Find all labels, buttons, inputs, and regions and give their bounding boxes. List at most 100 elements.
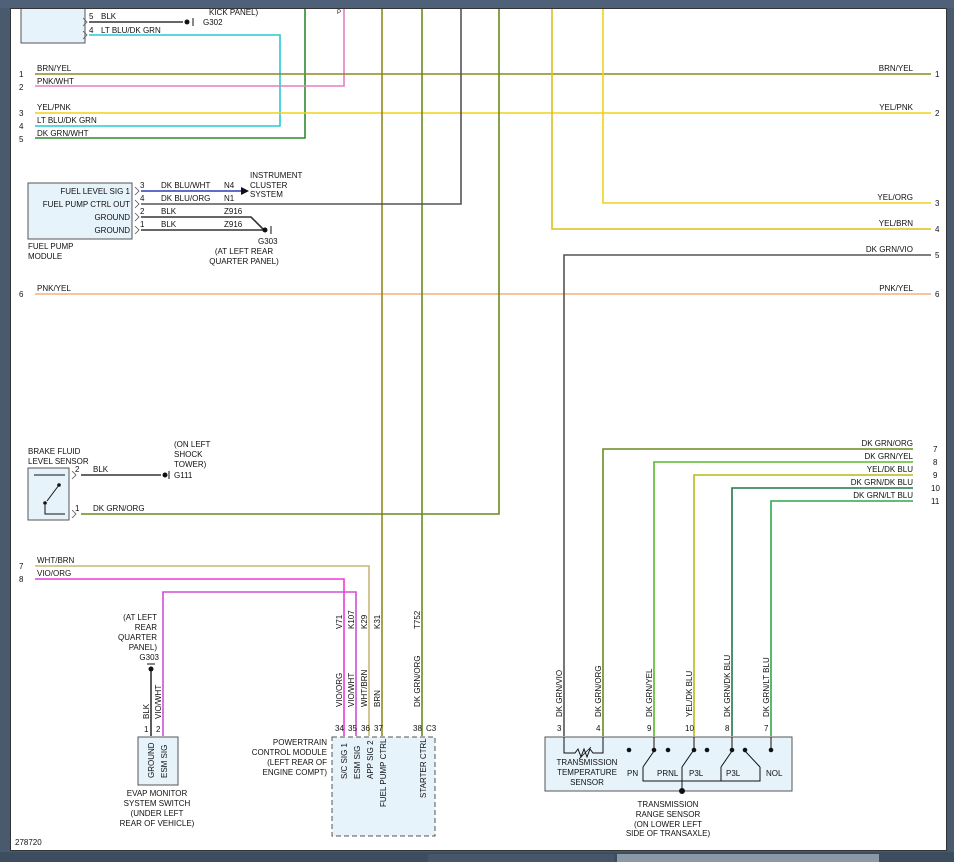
wire-label: DK BLU/ORG (161, 194, 210, 203)
wire-label: YEL/DK BLU (867, 465, 913, 474)
wire-brake-dk-grn-org (81, 9, 500, 515)
switch-title: SYSTEM SWITCH (124, 799, 191, 808)
pin-number: 1 (75, 504, 80, 513)
wire-dk-grn-dk-blu (731, 487, 913, 736)
wire-label: DK GRN/DK BLU (723, 655, 732, 717)
pin-number: 6 (19, 290, 24, 299)
circuit-label: N4 (224, 181, 235, 190)
pin-number: 34 (335, 724, 344, 733)
bottom-tab-2[interactable] (428, 854, 614, 862)
pin-number: 38 (413, 724, 422, 733)
pin-number: 4 (89, 26, 94, 35)
trs-box (544, 736, 793, 792)
wire-label: DK GRN/VIO (555, 670, 564, 717)
wire-label: DK GRN/LT BLU (853, 491, 913, 500)
wire-label: DK GRN/ORG (413, 655, 422, 707)
pin-number: 10 (931, 484, 940, 493)
module-title: CONTROL MODULE (252, 748, 327, 757)
left-harness-labels: 1 BRN/YEL 2 PNK/WHT 3 YEL/PNK 4 LT BLU/D… (19, 64, 97, 584)
pin-label: S/C SIG 1 (340, 742, 349, 779)
sensor-title: TRANSMISSION (638, 800, 699, 809)
pin-number: 9 (933, 471, 938, 480)
connector-label: C3 (426, 724, 437, 733)
wire-dk-grn-yel (653, 461, 913, 736)
bottom-tab-1[interactable] (0, 854, 425, 862)
wire-label: VIO/ORG (37, 569, 71, 578)
sensor-title: LEVEL SENSOR (28, 457, 89, 466)
pin-label: APP SIG 2 (366, 740, 375, 779)
pin-number: 37 (374, 724, 383, 733)
module-title: POWERTRAIN (273, 738, 327, 747)
bottom-tab-3[interactable] (617, 854, 879, 862)
pin-label: STARTER CTRL (419, 738, 428, 798)
wire-dk-blu-org (141, 9, 462, 205)
cluster-label: SYSTEM (250, 190, 283, 199)
wire-label: WHT/BRN (37, 556, 75, 565)
wire-label: DK GRN/ORG (93, 504, 145, 513)
pin-number: 8 (933, 458, 938, 467)
pin-number: 5 (89, 12, 94, 21)
wire-wht-brn (35, 565, 370, 736)
wire-label: BLK (101, 12, 117, 21)
pin-number: 2 (75, 465, 80, 474)
switch-title: EVAP MONITOR (127, 789, 188, 798)
ground-location: PANEL) (129, 643, 158, 652)
evap-switch-box (137, 736, 179, 786)
brake-sensor-box (27, 467, 70, 521)
pin-label: GROUND (94, 226, 130, 235)
wire-label: DK GRN/YEL (865, 452, 914, 461)
circuit-label: V71 (335, 614, 344, 629)
module-title: (LEFT REAR OF (267, 758, 327, 767)
pcm-box (331, 736, 436, 837)
module-title: FUEL PUMP (28, 242, 74, 251)
wire-label: DK GRN/ORG (861, 439, 913, 448)
wire-yel-org (602, 9, 931, 204)
pin-number: 4 (140, 194, 145, 203)
wire-yel-brn (551, 9, 931, 230)
pin-label: ESM SIG (160, 745, 169, 778)
ground-location: QUARTER (118, 633, 157, 642)
pin-number: 3 (19, 109, 24, 118)
ground-splice (162, 472, 168, 478)
wire-vio-org (35, 578, 345, 736)
ground-location: (ON LEFT (174, 440, 211, 449)
wire-lt-blu-dk-grn-top (35, 34, 281, 127)
sensor-title: RANGE SENSOR (636, 810, 701, 819)
range-position: P3L (689, 769, 704, 778)
range-position: NOL (766, 769, 783, 778)
ground-label: G111 (174, 471, 193, 480)
ground-label: G303 (258, 237, 278, 246)
bottom-tab-4[interactable] (882, 854, 954, 862)
circuit-label: K31 (373, 614, 382, 629)
pin-number: 7 (19, 562, 24, 571)
wire-label: PNK/YEL (37, 284, 71, 293)
pin-number: 9 (647, 724, 652, 733)
wire-label: BRN (373, 690, 382, 707)
right-harness-labels: BRN/YEL 1 YEL/PNK 2 YEL/ORG 3 YEL/BRN 4 … (851, 64, 941, 506)
wire-label: LT BLU/DK GRN (37, 116, 97, 125)
circuit-label: N1 (224, 194, 235, 203)
wire-label: PNK/WHT (37, 77, 74, 86)
connector-pin-ticks (71, 17, 140, 519)
ground-location: SHOCK (174, 450, 203, 459)
ground-splice (148, 666, 154, 672)
pin-number: 2 (140, 207, 145, 216)
fuel-pump-module: FUEL LEVEL SIG 1 FUEL PUMP CTRL OUT GROU… (27, 171, 303, 266)
pin-label: ESM SIG (353, 746, 362, 779)
pin-number: 1 (144, 725, 149, 734)
brake-fluid-level-sensor: BRAKE FLUID LEVEL SENSOR 2 1 BLK DK GRN/… (27, 440, 211, 521)
wire-label: YEL/PNK (37, 103, 71, 112)
ground-location: REAR (135, 623, 157, 632)
ground-splice (184, 19, 190, 25)
wire-dk-grn-vio (563, 254, 931, 736)
ground-location: QUARTER PANEL) (209, 257, 279, 266)
wire-dk-grn-lt-blu (770, 500, 913, 736)
wire-label: BLK (161, 220, 177, 229)
window-top-bar (0, 0, 954, 8)
evap-monitor-switch: (AT LEFT REAR QUARTER PANEL) G303 BLK VI… (118, 613, 195, 828)
pin-number: 2 (935, 109, 940, 118)
ground-label: G302 (203, 18, 223, 27)
wire-label: BRN/YEL (879, 64, 914, 73)
transmission-range-sensor: DK GRN/VIO DK GRN/ORG DK GRN/YEL YEL/DK … (544, 655, 793, 838)
pin-number: 6 (935, 290, 940, 299)
